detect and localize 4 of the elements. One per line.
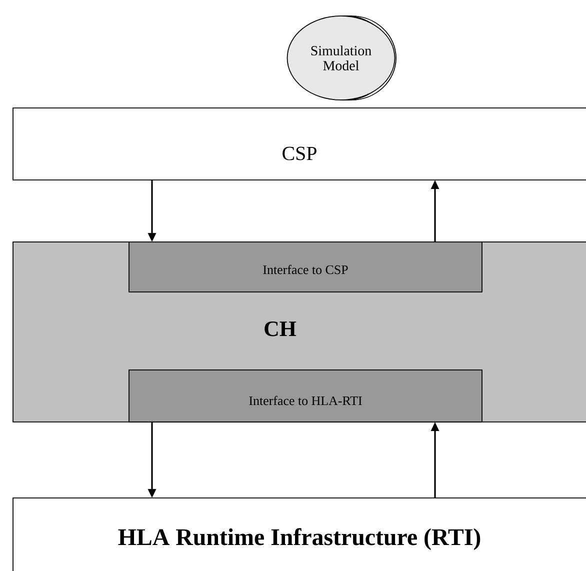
layer-box: HLA Runtime Infrastructure (RTI) <box>12 498 586 571</box>
interface-box: Interface to CSP <box>128 242 482 292</box>
layer-box: CSP <box>12 108 586 180</box>
interface-box: Interface to HLA-RTI <box>128 370 482 422</box>
